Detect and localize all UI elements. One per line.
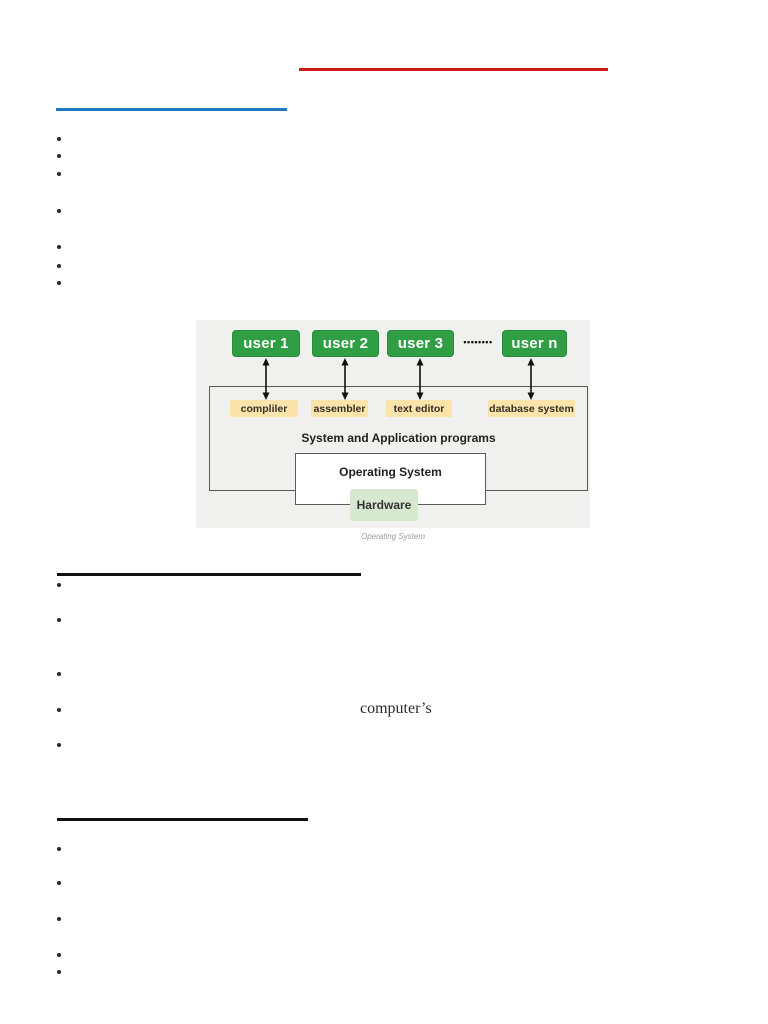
bullet-marker (57, 583, 61, 587)
bullet-marker (57, 264, 61, 268)
bullet-marker (57, 881, 61, 885)
bullet-marker (57, 743, 61, 747)
section-underline-black-2 (57, 818, 308, 821)
operating-system-box: Operating System (295, 453, 486, 505)
system-application-programs-label: System and Application programs (301, 431, 496, 445)
user2-box: user 2 (312, 330, 379, 357)
usern-box: user n (502, 330, 567, 357)
compiler-box: compliler (230, 400, 298, 417)
hardware-box: Hardware (350, 489, 418, 521)
bullet-marker (57, 172, 61, 176)
section-underline-blue (56, 108, 287, 111)
bullet-marker (57, 154, 61, 158)
bullet-marker (57, 618, 61, 622)
double-arrow-icon (416, 358, 424, 400)
double-arrow-icon (262, 358, 270, 400)
double-arrow-icon (341, 358, 349, 400)
figure-caption: Operating System (360, 532, 426, 541)
bullet-marker (57, 917, 61, 921)
bullet-marker (57, 209, 61, 213)
bullet-marker (57, 847, 61, 851)
bullet-marker (57, 137, 61, 141)
title-underline-red (299, 68, 608, 71)
database-system-box: database system (488, 400, 575, 417)
computers-text-fragment: computer’s (360, 700, 432, 717)
user3-box: user 3 (387, 330, 454, 357)
os-architecture-figure: user 1 user 2 user 3 user n •••••••• com… (196, 320, 590, 528)
bullet-marker (57, 281, 61, 285)
bullet-marker (57, 672, 61, 676)
section-underline-black-1 (57, 573, 361, 576)
text-editor-box: text editor (386, 400, 452, 417)
operating-system-label: Operating System (339, 465, 442, 479)
ellipsis-dots: •••••••• (463, 337, 493, 347)
bullet-marker (57, 708, 61, 712)
bullet-marker (57, 245, 61, 249)
bullet-marker (57, 970, 61, 974)
assembler-box: assembler (311, 400, 368, 417)
user1-box: user 1 (232, 330, 300, 357)
double-arrow-icon (527, 358, 535, 400)
bullet-marker (57, 953, 61, 957)
